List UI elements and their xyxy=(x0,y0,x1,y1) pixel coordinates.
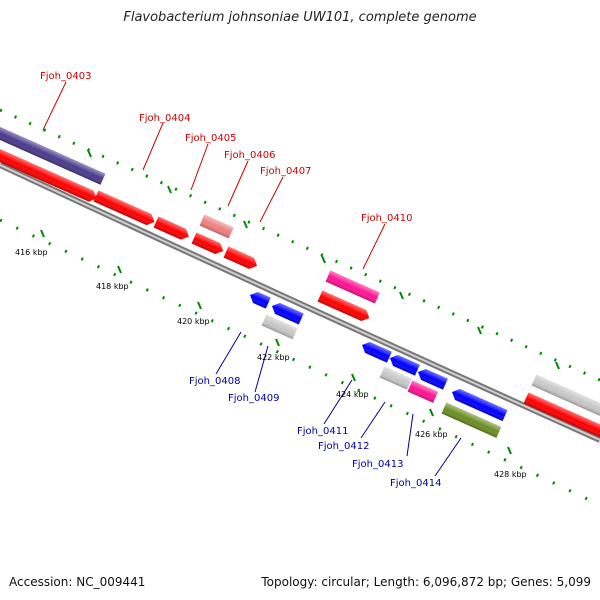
accession-text: Accession: NC_009441 xyxy=(9,575,146,589)
genome-backbone xyxy=(0,162,600,443)
scale-label-418: 418 kbp xyxy=(96,282,129,291)
leader-lines xyxy=(42,81,462,477)
scale-labels: 416 kbp 418 kbp 420 kbp 422 kbp 424 kbp … xyxy=(15,248,527,479)
gene-label-fjoh-0412: Fjoh_0412 xyxy=(318,441,369,452)
tick-marks xyxy=(0,108,600,507)
scale-label-426: 426 kbp xyxy=(415,430,448,439)
scale-label-422: 422 kbp xyxy=(257,353,290,362)
gene-label-fjoh-0403: Fjoh_0403 xyxy=(40,71,91,82)
gene-label-fjoh-0410: Fjoh_0410 xyxy=(361,213,412,224)
gene-label-fjoh-0409: Fjoh_0409 xyxy=(228,393,279,404)
gene-label-fjoh-0414: Fjoh_0414 xyxy=(390,478,441,489)
scale-label-420: 420 kbp xyxy=(177,317,210,326)
gene-label-fjoh-0408: Fjoh_0408 xyxy=(189,376,240,387)
map-title: Flavobacterium johnsoniae UW101, complet… xyxy=(123,10,477,25)
gene-label-fjoh-0407: Fjoh_0407 xyxy=(260,166,311,177)
outer-tick-row xyxy=(0,108,600,382)
gene-labels: Fjoh_0403 Fjoh_0404 Fjoh_0405 Fjoh_0406 … xyxy=(40,71,441,489)
scale-label-424: 424 kbp xyxy=(336,390,369,399)
feature-blocks xyxy=(0,124,600,441)
inner-tick-row xyxy=(0,218,600,507)
genome-summary-text: Topology: circular; Length: 6,096,872 bp… xyxy=(261,575,591,589)
gene-label-fjoh-0406: Fjoh_0406 xyxy=(224,150,275,161)
gene-label-fjoh-0413: Fjoh_0413 xyxy=(352,459,403,470)
gene-label-fjoh-0405: Fjoh_0405 xyxy=(185,133,236,144)
gene-label-fjoh-0404: Fjoh_0404 xyxy=(139,113,190,124)
scale-label-428: 428 kbp xyxy=(494,470,527,479)
major-ticks xyxy=(40,149,560,455)
gene-label-fjoh-0411: Fjoh_0411 xyxy=(297,426,348,437)
scale-label-416: 416 kbp xyxy=(15,248,48,257)
